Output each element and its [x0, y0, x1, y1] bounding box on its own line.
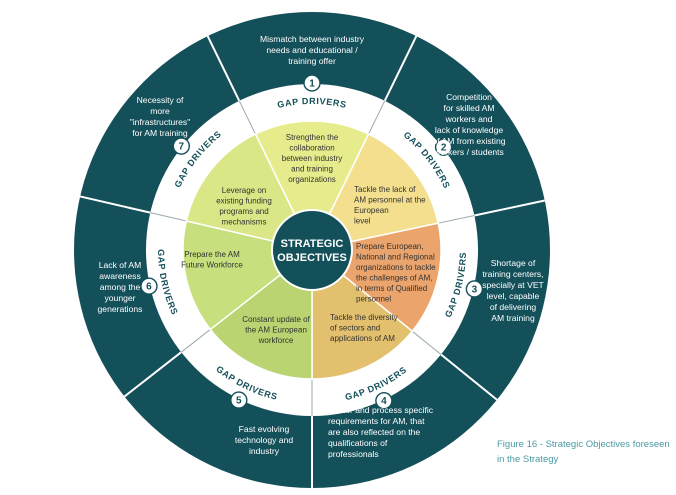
- gap-text-line: Mismatch between industry: [260, 34, 365, 44]
- gap-text-line: training centers,: [482, 269, 543, 279]
- objective-text-line: organizations to tackle: [356, 263, 436, 272]
- gap-number-badge: [230, 391, 248, 409]
- gap-text-line: training offer: [288, 56, 336, 66]
- segment-divider: [79, 195, 151, 214]
- objective-text-line: Leverage on: [222, 186, 266, 195]
- objective-text-line: the challenges of AM,: [356, 274, 433, 283]
- gap-number: 5: [236, 396, 242, 407]
- gap-text-line: workers / students: [433, 147, 504, 157]
- gap-text-line: Competition: [446, 92, 492, 102]
- objective-text-line: applications of AM: [330, 334, 395, 343]
- gap-text-line: of delivering: [490, 302, 537, 312]
- objective-text-line: National and Regional: [356, 253, 435, 262]
- ring-divider: [411, 330, 442, 355]
- segment-divider: [123, 351, 182, 398]
- gap-text-line: level, capable: [487, 291, 540, 301]
- gap-text-line: Sector and process specific: [328, 405, 434, 415]
- gap-number: 4: [381, 396, 387, 407]
- objective-text-line: Strengthen the: [286, 133, 339, 142]
- gap-text-line: technology and: [235, 435, 294, 445]
- gap-text-line: workers and: [445, 114, 493, 124]
- objective-text-line: European: [354, 206, 389, 215]
- objective-text-line: between industry: [282, 154, 342, 163]
- ring-divider: [438, 214, 475, 224]
- objective-text-line: level: [354, 217, 371, 226]
- segment-divider: [383, 35, 418, 102]
- gap-text-line: lack of knowledge: [435, 125, 504, 135]
- objective-text-line: personnel: [356, 295, 391, 304]
- gap-text-line: for AM training: [132, 128, 188, 138]
- gap-text-line: generations: [98, 304, 143, 314]
- figure-caption: Figure 16 - Strategic Objectives foresee…: [497, 437, 672, 467]
- objective-text-line: of sectors and: [330, 324, 380, 333]
- ring-divider: [180, 329, 211, 353]
- objective-text-line: AM personnel at the: [354, 196, 426, 205]
- ring-divider: [238, 100, 256, 135]
- objective-text-line: in terms of Qualified: [356, 284, 427, 293]
- gap-number-badge: [465, 280, 484, 298]
- gap-text-line: among the: [100, 282, 141, 292]
- gap-number-badge: [303, 74, 321, 92]
- gap-text-line: specially at VET: [482, 280, 544, 290]
- gap-text-line: awareness: [99, 271, 141, 281]
- gap-number: 6: [146, 282, 152, 293]
- objective-text-line: workforce: [258, 336, 294, 345]
- gap-text-line: qualifications of: [328, 438, 388, 448]
- gap-number: 3: [472, 284, 478, 295]
- objective-text-line: Constant update of: [242, 315, 310, 324]
- objective-text-line: organizations: [288, 175, 336, 184]
- objective-text-line: Tackle the lack of: [354, 185, 416, 194]
- gap-number: 2: [441, 143, 447, 154]
- gap-text-line: requirements for AM, that: [328, 416, 425, 426]
- center-title-line: STRATEGIC: [281, 238, 344, 250]
- objective-text-line: programs and: [219, 207, 268, 216]
- segment-divider: [440, 353, 498, 401]
- gap-text-line: more: [150, 106, 170, 116]
- gap-text-line: for skilled AM: [443, 103, 494, 113]
- objective-text-line: Prepare European,: [356, 242, 424, 251]
- gap-drivers-label: GAP DRIVERS: [276, 96, 347, 110]
- gap-text-line: Necessity of: [137, 95, 184, 105]
- objective-text-line: the AM European: [245, 326, 307, 335]
- gap-text-line: AM training: [491, 313, 535, 323]
- segment-divider: [474, 199, 546, 217]
- gap-number: 7: [179, 142, 185, 153]
- objective-text-line: collaboration: [289, 144, 334, 153]
- objective-text-line: mechanisms: [222, 218, 267, 227]
- ring-divider: [150, 212, 187, 222]
- objective-segment: [209, 248, 313, 380]
- gap-text-line: Fast evolving: [239, 424, 290, 434]
- gap-text-line: Lack of AM: [99, 260, 142, 270]
- gap-text-line: of AM from existing: [432, 136, 505, 146]
- gap-text-line: professionals: [328, 449, 379, 459]
- gap-number-badge: [140, 277, 158, 295]
- gap-text-line: are also reflected on the: [328, 427, 420, 437]
- objective-text-line: Prepare the AM: [184, 250, 240, 259]
- center-circle: [271, 209, 353, 291]
- gap-number-badge: [434, 138, 453, 156]
- segment-divider: [206, 35, 241, 102]
- gap-text-line: "infrastructures": [130, 117, 191, 127]
- caption-line: in the Strategy: [497, 454, 559, 465]
- objective-text-line: Tackle the diversity: [330, 313, 398, 322]
- objective-text-line: and training: [291, 165, 333, 174]
- objective-segment: [185, 133, 314, 252]
- gap-text-line: Shortage of: [491, 258, 536, 268]
- objective-segment: [310, 133, 440, 252]
- gap-number-badge: [375, 392, 393, 410]
- objective-text-line: Future Workforce: [181, 261, 243, 270]
- center-title-line: OBJECTIVES: [277, 252, 347, 264]
- objective-text-line: existing funding: [216, 197, 272, 206]
- gap-text-line: industry: [249, 446, 280, 456]
- gap-number: 1: [309, 79, 315, 90]
- gap-text-line: needs and educational /: [266, 45, 358, 55]
- gap-number-badge: [172, 137, 191, 155]
- caption-line: Figure 16 - Strategic Objectives foresee…: [497, 439, 670, 450]
- ring-divider: [368, 100, 386, 135]
- objective-segment: [254, 120, 370, 252]
- center-hub: STRATEGIC OBJECTIVES: [271, 209, 353, 291]
- gap-text-line: younger: [104, 293, 135, 303]
